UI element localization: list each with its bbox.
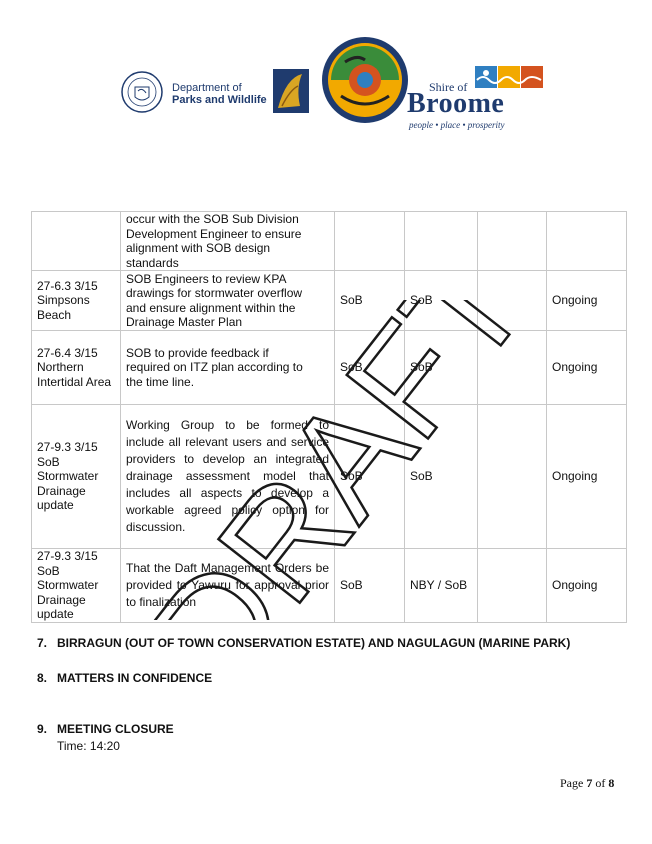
page-prefix: Page — [560, 776, 587, 790]
task-line: occur with the SOB Sub Division — [126, 212, 299, 226]
dept-line-1: Department of — [172, 82, 242, 94]
responsible-cell — [334, 211, 405, 271]
table-row: 27-6.4 3/15 Northern Intertidal Area SOB… — [31, 330, 627, 405]
shire-of-broome-logo: Shire of Broome people • place • prosper… — [407, 66, 547, 130]
responsible-cell: SoB — [334, 404, 405, 549]
task-line: required on ITZ plan according to — [126, 360, 303, 375]
section-number: 8. — [37, 671, 48, 685]
section-title: BIRRAGUN (OUT OF TOWN CONSERVATION ESTAT… — [57, 636, 571, 650]
department-name: Department of Parks and Wildlife — [172, 82, 267, 106]
section-7-heading: 7. BIRRAGUN (OUT OF TOWN CONSERVATION EST… — [37, 636, 570, 650]
due-cell — [477, 548, 547, 623]
agency-cell: SoB — [404, 330, 478, 405]
page-total: 8 — [608, 776, 615, 790]
section-title: MEETING CLOSURE — [57, 722, 174, 736]
responsible-cell: SoB — [334, 270, 405, 331]
status-cell: Ongoing — [546, 404, 627, 549]
table-row: 27-9.3 3/15 SoB Stormwater Drainage upda… — [31, 548, 627, 623]
wa-government-crest-icon — [121, 71, 163, 113]
section-number: 7. — [37, 636, 48, 650]
ref-cell: 27-9.3 3/15 SoB Stormwater Drainage upda… — [31, 548, 121, 623]
header-logos: Department of Parks and Wildlife Shire o… — [0, 36, 652, 130]
section-8-heading: 8. MATTERS IN CONFIDENCE — [37, 671, 212, 685]
task-cell: Working Group to be formed to include al… — [120, 404, 335, 549]
table-row: occur with the SOB Sub Division Developm… — [31, 211, 627, 271]
task-line: the time line. — [126, 374, 195, 389]
task-line: alignment with SOB design — [126, 241, 271, 255]
task-cell: SOB to provide feedback if required on I… — [120, 330, 335, 405]
closure-time: Time: 14:20 — [57, 739, 120, 753]
task-cell: occur with the SOB Sub Division Developm… — [120, 211, 335, 271]
broome-wave-icon — [475, 66, 543, 88]
responsible-cell: SoB — [334, 548, 405, 623]
page-current: 7 — [586, 776, 593, 790]
ref-cell — [31, 211, 121, 271]
due-cell — [477, 330, 547, 405]
agency-cell: SoB — [404, 270, 478, 331]
task-line: standards — [126, 255, 179, 270]
status-cell: Ongoing — [546, 330, 627, 405]
section-9-heading: 9. MEETING CLOSURE — [37, 722, 174, 736]
status-cell: Ongoing — [546, 270, 627, 331]
broome-tagline: people • place • prosperity — [409, 120, 505, 130]
due-cell — [477, 270, 547, 331]
ref-cell: 27-9.3 3/15 SoB Stormwater Drainage upda… — [31, 404, 121, 549]
table-row: 27-9.3 3/15 SoB Stormwater Drainage upda… — [31, 404, 627, 549]
responsible-cell: SoB — [334, 330, 405, 405]
agency-cell: NBY / SoB — [404, 548, 478, 623]
agency-cell: SoB — [404, 404, 478, 549]
section-number: 9. — [37, 722, 48, 736]
yawuru-seal-icon — [322, 37, 408, 123]
broome-wordmark: Broome — [407, 88, 505, 119]
shire-of-label: Shire of — [429, 80, 468, 94]
section-title: MATTERS IN CONFIDENCE — [57, 671, 213, 685]
task-cell: That the Daft Management Orders be provi… — [120, 548, 335, 623]
due-cell — [477, 404, 547, 549]
status-cell: Ongoing — [546, 548, 627, 623]
page-of: of — [592, 776, 609, 790]
task-line: Development Engineer to ensure — [126, 226, 302, 241]
ref-cell: 27-6.4 3/15 Northern Intertidal Area — [31, 330, 121, 405]
task-cell: SOB Engineers to review KPA drawings for… — [120, 270, 335, 331]
task-line: Drainage Master Plan — [126, 315, 243, 329]
action-items-table: occur with the SOB Sub Division Developm… — [31, 211, 627, 623]
due-cell — [477, 211, 547, 271]
yawuru-emblem-icon — [273, 69, 309, 113]
task-line: SOB Engineers to review KPA — [126, 271, 287, 286]
task-line: SOB to provide feedback if — [126, 345, 269, 360]
dept-line-2: Parks and Wildlife — [172, 94, 267, 106]
status-cell — [546, 211, 627, 271]
page-number: Page 7 of 8 — [560, 776, 614, 791]
table-row: 27-6.3 3/15 Simpsons Beach SOB Engineers… — [31, 270, 627, 331]
task-line: drawings for stormwater overflow — [126, 286, 303, 300]
task-line: and ensure alignment within the — [126, 300, 296, 315]
agency-cell — [404, 211, 478, 271]
ref-cell: 27-6.3 3/15 Simpsons Beach — [31, 270, 121, 331]
